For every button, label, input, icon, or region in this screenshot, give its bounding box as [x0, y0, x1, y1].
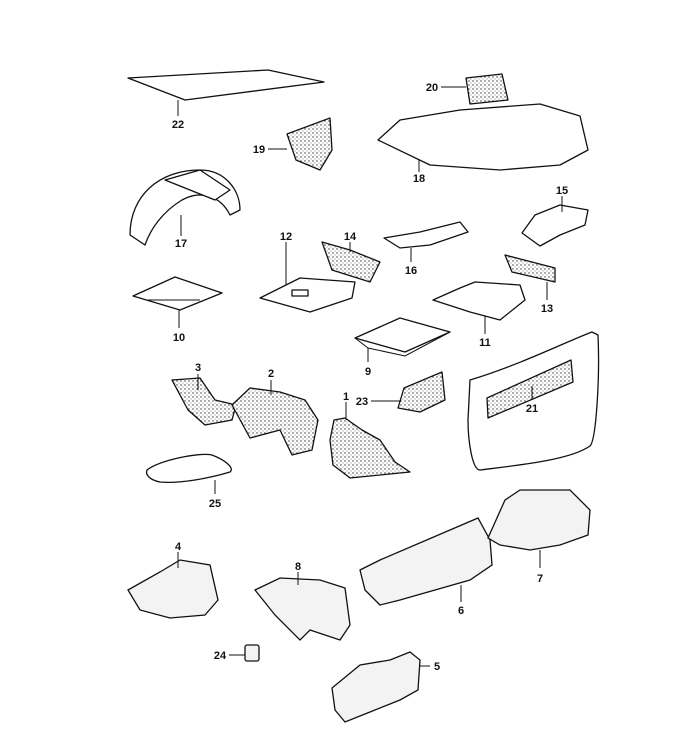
part-label-1: 1 [343, 391, 349, 403]
part-1-insulation[interactable]: 1 [329, 391, 411, 479]
part-label-20: 20 [426, 82, 438, 94]
part-20-pad[interactable]: 20 [426, 73, 509, 105]
part-label-24: 24 [214, 650, 227, 662]
part-label-8: 8 [295, 561, 301, 573]
part-23-pad[interactable]: 23 [356, 371, 446, 413]
part-label-11: 11 [479, 337, 491, 349]
part-17-wheel-arch[interactable]: 17 [129, 169, 241, 250]
part-label-17: 17 [175, 238, 187, 250]
part-25-mat[interactable]: 25 [145, 453, 232, 510]
part-8-side-panel[interactable]: 8 [253, 561, 351, 641]
part-16-panel[interactable]: 16 [383, 221, 469, 277]
part-label-19: 19 [253, 144, 265, 156]
part-5-side-panel[interactable]: 5 [331, 651, 440, 723]
part-label-15: 15 [556, 185, 568, 197]
part-4-side-panel[interactable]: 4 [127, 541, 219, 619]
part-3-insulation[interactable]: 3 [171, 362, 237, 426]
part-2-insulation[interactable]: 2 [231, 368, 319, 456]
part-label-25: 25 [209, 498, 221, 510]
part-label-3: 3 [195, 362, 201, 374]
part-12-floor-mat[interactable]: 12 [259, 231, 356, 313]
part-label-5: 5 [434, 661, 440, 673]
part-label-6: 6 [458, 605, 464, 617]
part-10-mat[interactable]: 10 [132, 276, 223, 344]
part-label-10: 10 [173, 332, 185, 344]
part-label-12: 12 [280, 231, 292, 243]
part-label-9: 9 [365, 366, 371, 378]
part-19-pad[interactable]: 19 [253, 117, 333, 171]
part-9-mat[interactable]: 9 [354, 317, 451, 378]
part-7-cover[interactable]: 7 [487, 489, 591, 585]
part-label-2: 2 [268, 368, 274, 380]
part-label-13: 13 [541, 303, 553, 315]
part-21-trunk-lining[interactable]: 21 [467, 331, 600, 471]
part-label-4: 4 [175, 541, 182, 553]
part-label-14: 14 [344, 231, 357, 243]
part-24-clip[interactable]: 24 [214, 644, 260, 662]
part-13-pad[interactable]: 13 [504, 254, 556, 315]
part-15-panel[interactable]: 15 [521, 185, 589, 247]
part-18-floor-mat[interactable]: 18 [377, 103, 589, 185]
part-14-pad[interactable]: 14 [321, 231, 381, 283]
part-22-roof-liner[interactable]: 22 [127, 69, 325, 131]
part-label-7: 7 [537, 573, 543, 585]
part-label-16: 16 [405, 265, 417, 277]
part-label-22: 22 [172, 119, 184, 131]
part-label-23: 23 [356, 396, 368, 408]
part-11-floor-mat[interactable]: 11 [432, 281, 526, 349]
part-label-21: 21 [526, 403, 538, 415]
part-label-18: 18 [413, 173, 425, 185]
part-6-tunnel-cover[interactable]: 6 [359, 517, 493, 617]
